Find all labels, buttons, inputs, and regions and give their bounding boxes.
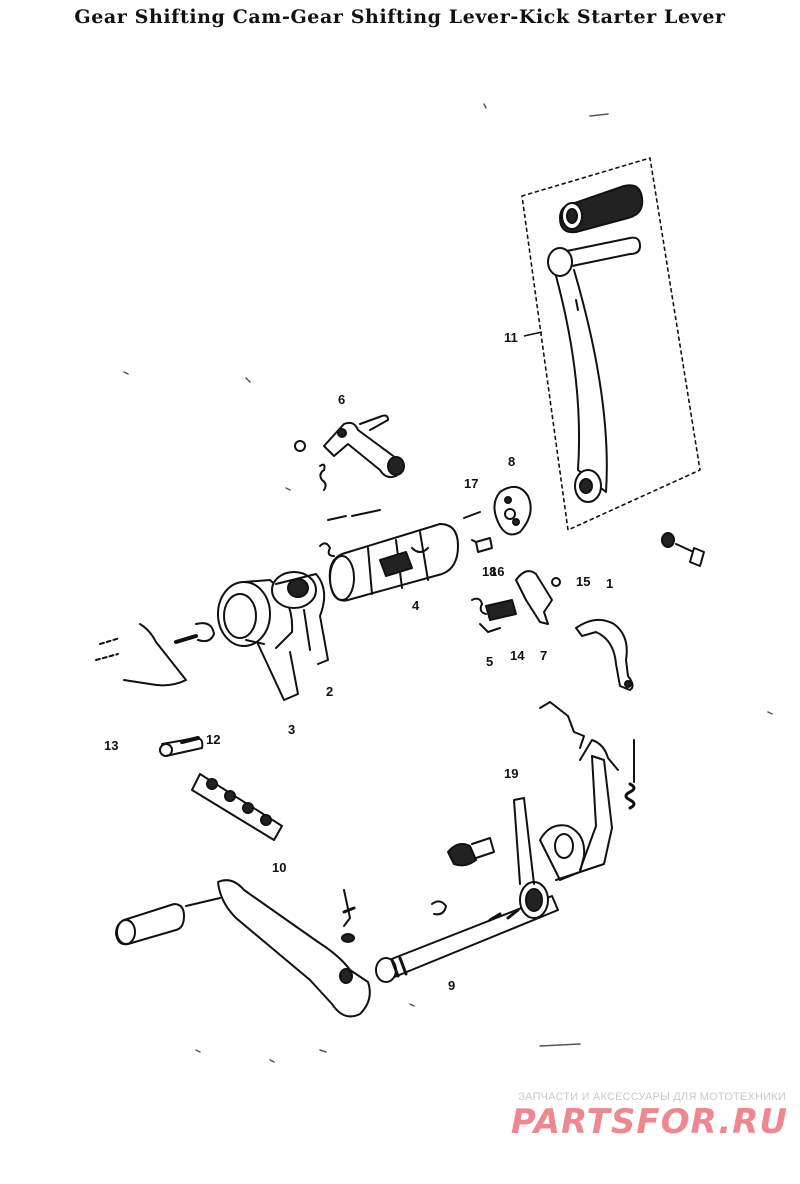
callout-3: 3	[288, 722, 295, 737]
callout-15: 15	[576, 574, 590, 589]
return-hook	[575, 618, 634, 691]
callout-19: 19	[504, 766, 518, 781]
callout-9: 9	[448, 978, 455, 993]
kick-lever-bolt	[661, 532, 705, 567]
detent-parts	[471, 537, 517, 633]
callout-8: 8	[508, 454, 515, 469]
leader-line-11	[523, 331, 543, 337]
fork-guide-pins	[95, 622, 215, 687]
callout-4: 4	[412, 598, 420, 613]
diagram-title: Gear Shifting Cam-Gear Shifting Lever-Ki…	[74, 6, 726, 28]
watermark-tagline: ЗАПЧАСТИ И АКСЕССУАРЫ ДЛЯ МОТОТЕХНИКИ	[518, 1091, 786, 1103]
kick-starter-grip	[559, 184, 644, 234]
callout-2: 2	[326, 684, 333, 699]
callout-6: 6	[338, 392, 345, 407]
gear-shifting-lever	[115, 879, 371, 1018]
cam-end-plate	[493, 485, 532, 536]
shift-fork-large	[217, 579, 299, 701]
callout-11: 11	[504, 330, 518, 345]
callout-18: 18	[482, 564, 496, 579]
part-callouts: 1 2 3 4 5 6 7 8 9 10 11 12 13 14 15 16 1…	[104, 330, 613, 993]
callout-17: 17	[464, 476, 478, 491]
cam-stopper-bolt	[159, 736, 204, 757]
callout-7: 7	[540, 648, 547, 663]
callout-13: 13	[104, 738, 118, 753]
cam-stopper-chain	[191, 773, 283, 841]
kick-starter-assembly-box	[521, 157, 701, 531]
gear-shifting-cam-drum	[319, 509, 459, 602]
callout-1: 1	[606, 576, 613, 591]
callout-5: 5	[486, 654, 493, 669]
stopper-plate	[294, 414, 405, 491]
callout-12: 12	[206, 732, 220, 747]
gear-shifting-shaft	[375, 701, 619, 983]
kick-starter-lever-arm	[547, 236, 641, 503]
callout-16: 16	[490, 564, 504, 579]
background-specks	[123, 103, 773, 1063]
shifter-pawl-plate	[515, 570, 561, 625]
shift-fork-small	[271, 571, 329, 665]
callout-10: 10	[272, 860, 286, 875]
shaft-return-spring	[624, 739, 636, 810]
callout-14: 14	[510, 648, 525, 663]
shaft-oil-seal	[431, 837, 495, 916]
watermark-logo: PARTSFOR.RU	[510, 1102, 788, 1142]
